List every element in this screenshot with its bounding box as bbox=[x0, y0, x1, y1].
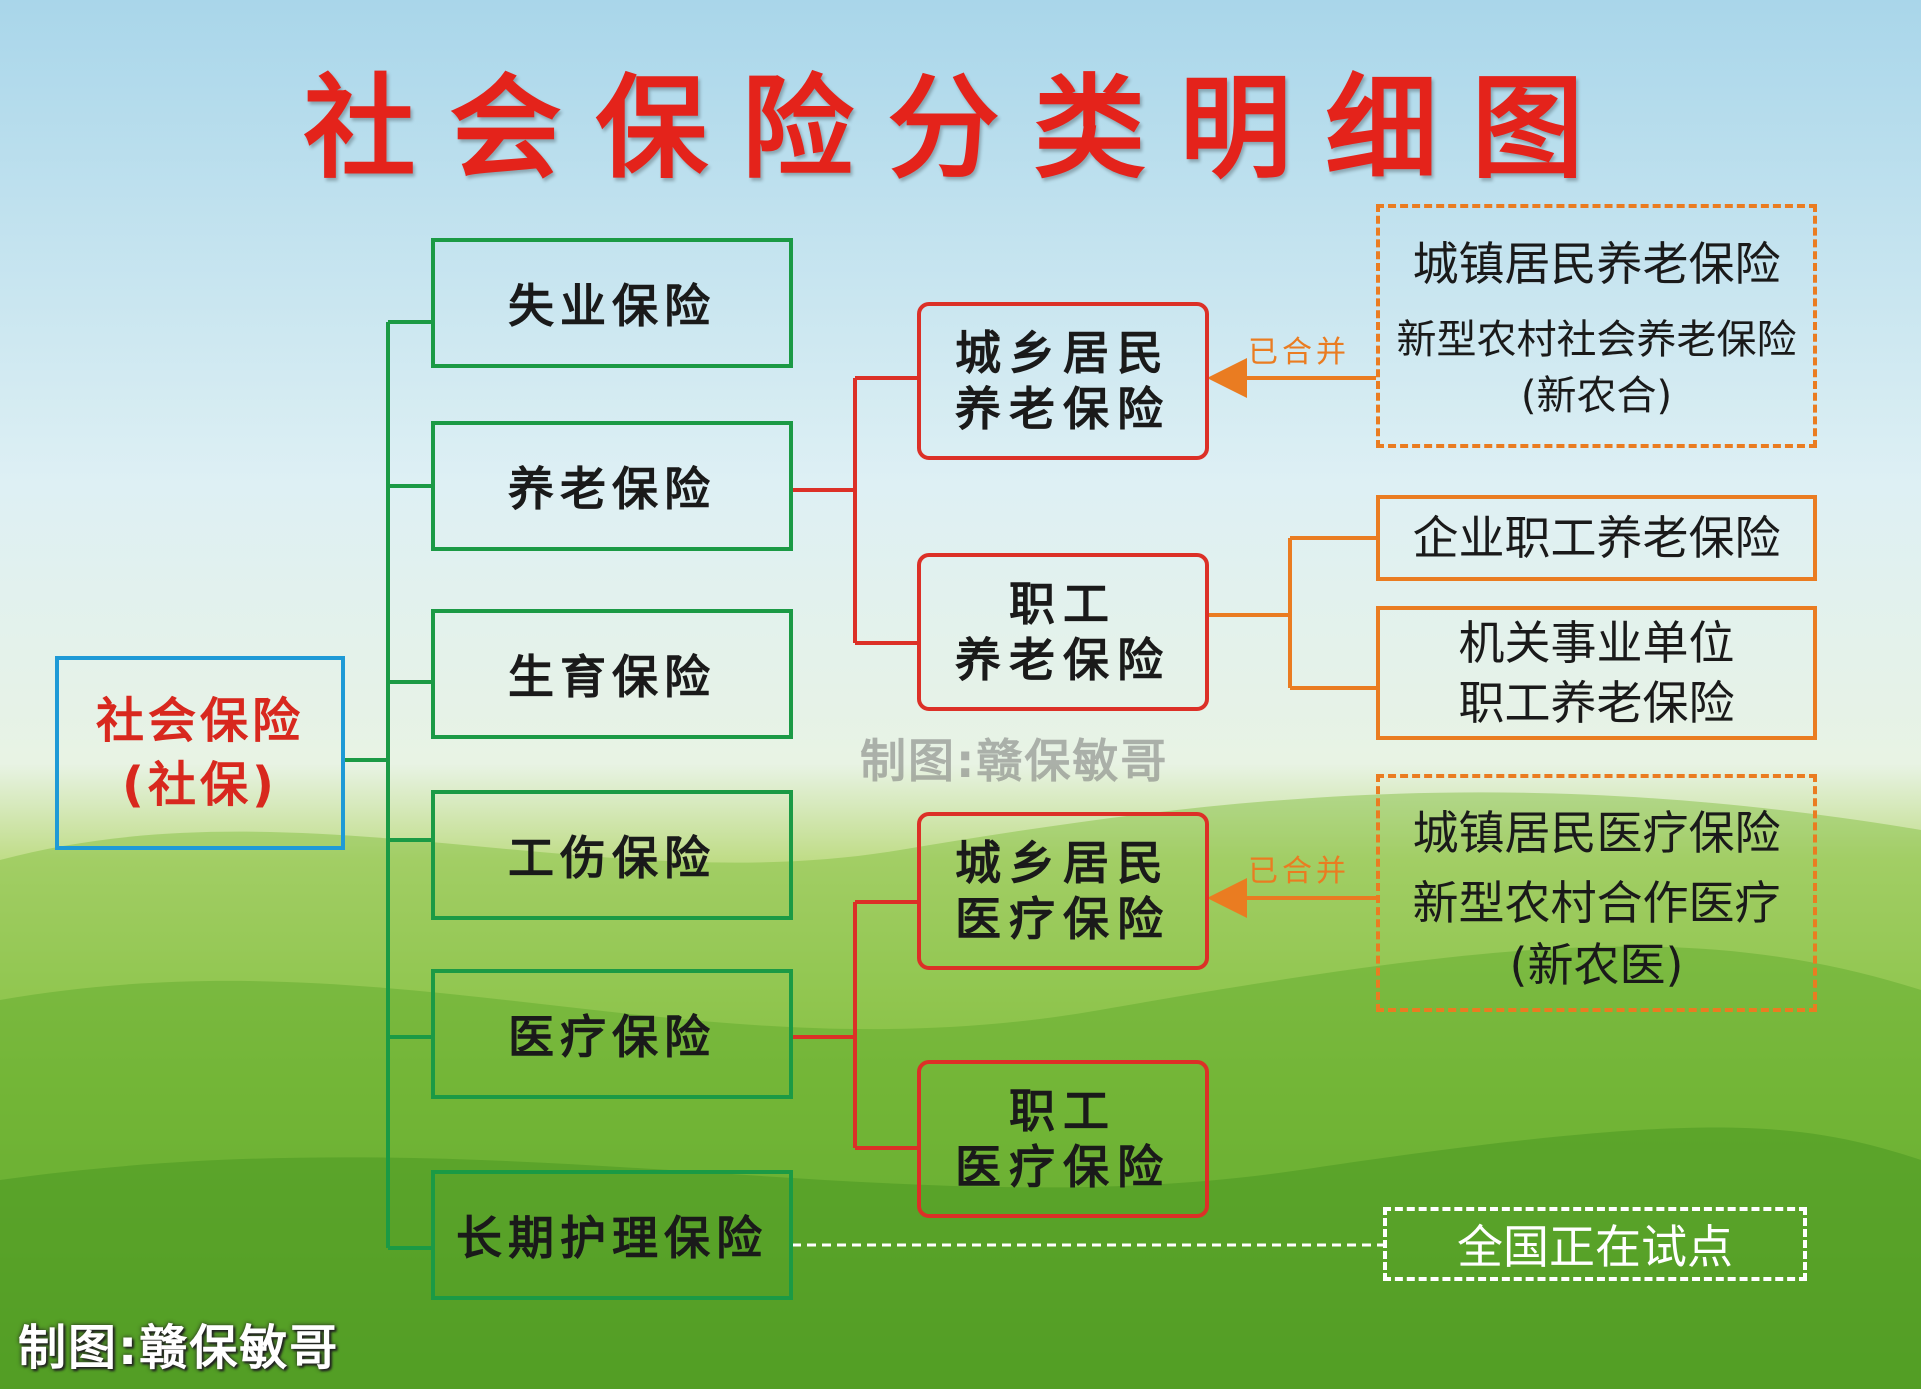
urban-rural-medical: 城乡居民 医疗保险 bbox=[917, 812, 1209, 970]
category-maternity: 生育保险 bbox=[431, 609, 793, 739]
employee-medical: 职工 医疗保险 bbox=[917, 1060, 1209, 1218]
watermark-corner: 制图:赣保敏哥 bbox=[18, 1320, 340, 1376]
category-unemployment: 失业保险 bbox=[431, 238, 793, 368]
category-pension: 养老保险 bbox=[431, 421, 793, 551]
urban-rural-pension: 城乡居民 养老保险 bbox=[917, 302, 1209, 460]
merged-pension-sources bbox=[1376, 204, 1817, 448]
national-pilot-box: 全国正在试点 bbox=[1383, 1207, 1807, 1281]
root-node-social-insurance: 社会保险 (社保) bbox=[55, 656, 345, 850]
new-rural-pension-text: 新型农村社会养老保险 (新农合) bbox=[1396, 317, 1797, 419]
employee-pension: 职工 养老保险 bbox=[917, 553, 1209, 711]
category-medical: 医疗保险 bbox=[431, 969, 793, 1099]
urban-resident-pension-text: 城镇居民养老保险 bbox=[1412, 237, 1781, 291]
public-institution-pension: 机关事业单位 职工养老保险 bbox=[1376, 606, 1817, 740]
category-work-injury: 工伤保险 bbox=[431, 790, 793, 920]
merged-label-pension: 已合并 bbox=[1248, 335, 1350, 370]
merged-medical-sources bbox=[1376, 774, 1817, 1012]
new-rural-medical-text: 新型农村合作医疗 (新农医) bbox=[1412, 876, 1781, 992]
enterprise-employee-pension: 企业职工养老保险 bbox=[1376, 495, 1817, 581]
page-title: 社会保险分类明细图 bbox=[303, 64, 1618, 194]
watermark-center: 制图:赣保敏哥 bbox=[860, 734, 1169, 788]
urban-resident-medical-text: 城镇居民医疗保险 bbox=[1412, 806, 1781, 860]
merged-label-medical: 已合并 bbox=[1248, 854, 1350, 889]
category-long-term-care: 长期护理保险 bbox=[431, 1170, 793, 1300]
